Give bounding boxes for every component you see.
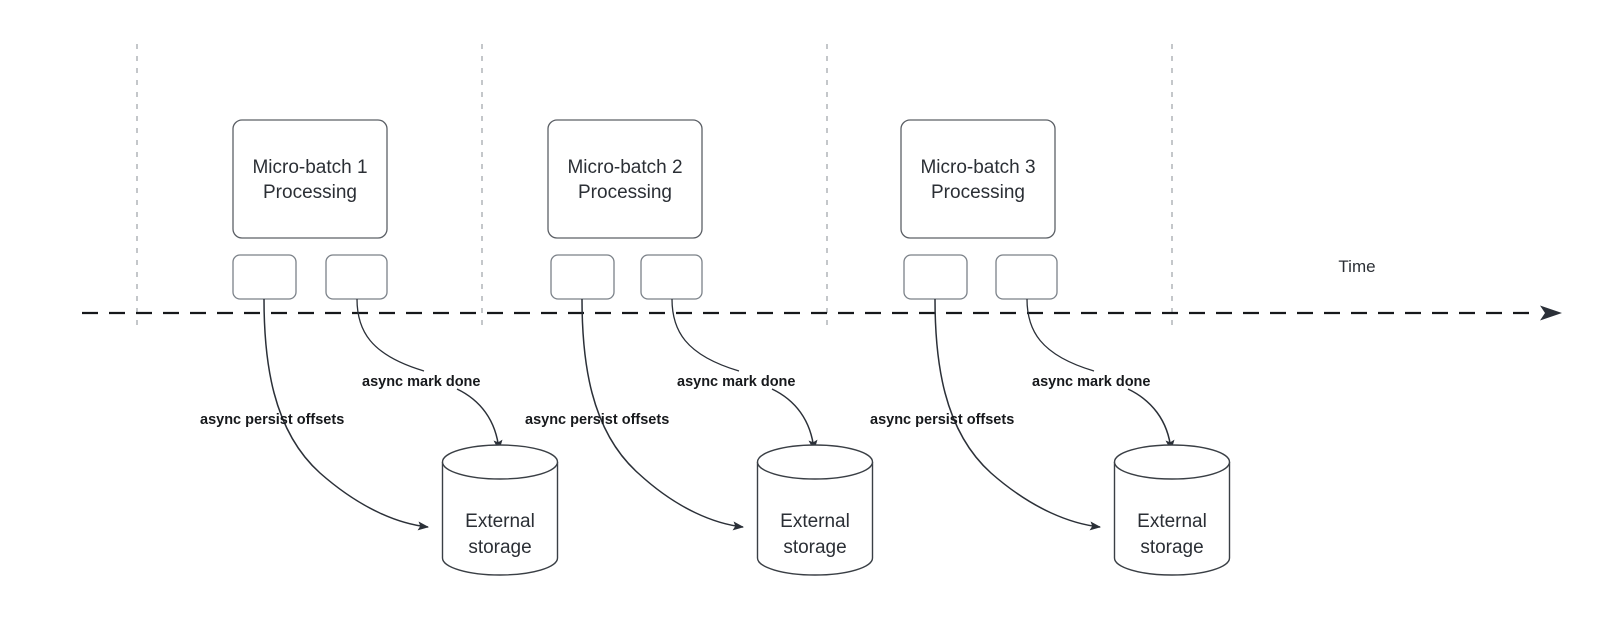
external-storage-3-body xyxy=(1113,462,1231,576)
micro-batch-3-label-line2: Processing xyxy=(931,182,1025,203)
batch-group-1: Micro-batch 1 Processing async persist o… xyxy=(200,119,559,576)
micro-batch-2-label-line2: Processing xyxy=(578,182,672,203)
timeline-axis: Time xyxy=(82,257,1562,321)
external-storage-2-top xyxy=(756,444,874,480)
edge-label-async-persist-offsets-1: async persist offsets xyxy=(200,412,344,428)
micro-batch-2-tick-mark-done[interactable] xyxy=(640,254,703,300)
edge-label-async-mark-done-2: async mark done xyxy=(677,374,795,390)
external-storage-2-label-line2: storage xyxy=(783,537,846,558)
edge-async-persist-offsets-2 xyxy=(581,298,744,531)
micro-batch-2-box[interactable] xyxy=(547,119,703,239)
time-axis-label: Time xyxy=(1338,257,1375,276)
batch-group-3: Micro-batch 3 Processing async persist o… xyxy=(870,119,1231,576)
external-storage-2-label-line1: External xyxy=(780,511,850,532)
edge-async-persist-offsets-3 xyxy=(934,298,1101,531)
micro-batch-3-tick-mark-done[interactable] xyxy=(995,254,1058,300)
edge-label-async-persist-offsets-2: async persist offsets xyxy=(525,412,669,428)
timeline-arrowhead-icon xyxy=(1540,305,1562,321)
external-storage-3-top xyxy=(1113,444,1231,480)
external-storage-2[interactable]: External storage xyxy=(756,444,874,576)
external-storage-1-body xyxy=(441,462,559,576)
external-storage-3-label-line1: External xyxy=(1137,511,1207,532)
external-storage-2-body xyxy=(756,462,874,576)
edge-label-async-persist-offsets-3: async persist offsets xyxy=(870,412,1014,428)
edge-async-mark-done-1 xyxy=(356,298,425,372)
batch-group-2: Micro-batch 2 Processing async persist o… xyxy=(525,119,874,576)
external-storage-3-label-line2: storage xyxy=(1140,537,1203,558)
edge-async-mark-done-3 xyxy=(1026,298,1095,372)
external-storage-1-label-line1: External xyxy=(465,511,535,532)
micro-batch-3-label-line1: Micro-batch 3 xyxy=(920,157,1035,178)
micro-batch-1-tick-persist[interactable] xyxy=(232,254,297,300)
micro-batch-3-box[interactable] xyxy=(900,119,1056,239)
edge-async-mark-done-2-tail xyxy=(771,388,818,451)
edge-async-mark-done-3-tail xyxy=(1127,388,1175,451)
micro-batch-1-label-line2: Processing xyxy=(263,182,357,203)
edge-async-persist-offsets-1 xyxy=(263,298,429,531)
micro-batch-2-tick-persist[interactable] xyxy=(550,254,615,300)
micro-batch-1-label-line1: Micro-batch 1 xyxy=(252,157,367,178)
edge-async-mark-done-1-tail xyxy=(456,388,503,451)
external-storage-3[interactable]: External storage xyxy=(1113,444,1231,576)
micro-batch-3-tick-persist[interactable] xyxy=(903,254,968,300)
external-storage-1[interactable]: External storage xyxy=(441,444,559,576)
external-storage-1-top xyxy=(441,444,559,480)
edge-label-async-mark-done-1: async mark done xyxy=(362,374,480,390)
edge-label-async-mark-done-3: async mark done xyxy=(1032,374,1150,390)
micro-batch-1-tick-mark-done[interactable] xyxy=(325,254,388,300)
external-storage-1-label-line2: storage xyxy=(468,537,531,558)
edge-async-mark-done-2 xyxy=(671,298,740,372)
micro-batch-1-box[interactable] xyxy=(232,119,388,239)
micro-batch-2-label-line1: Micro-batch 2 xyxy=(567,157,682,178)
